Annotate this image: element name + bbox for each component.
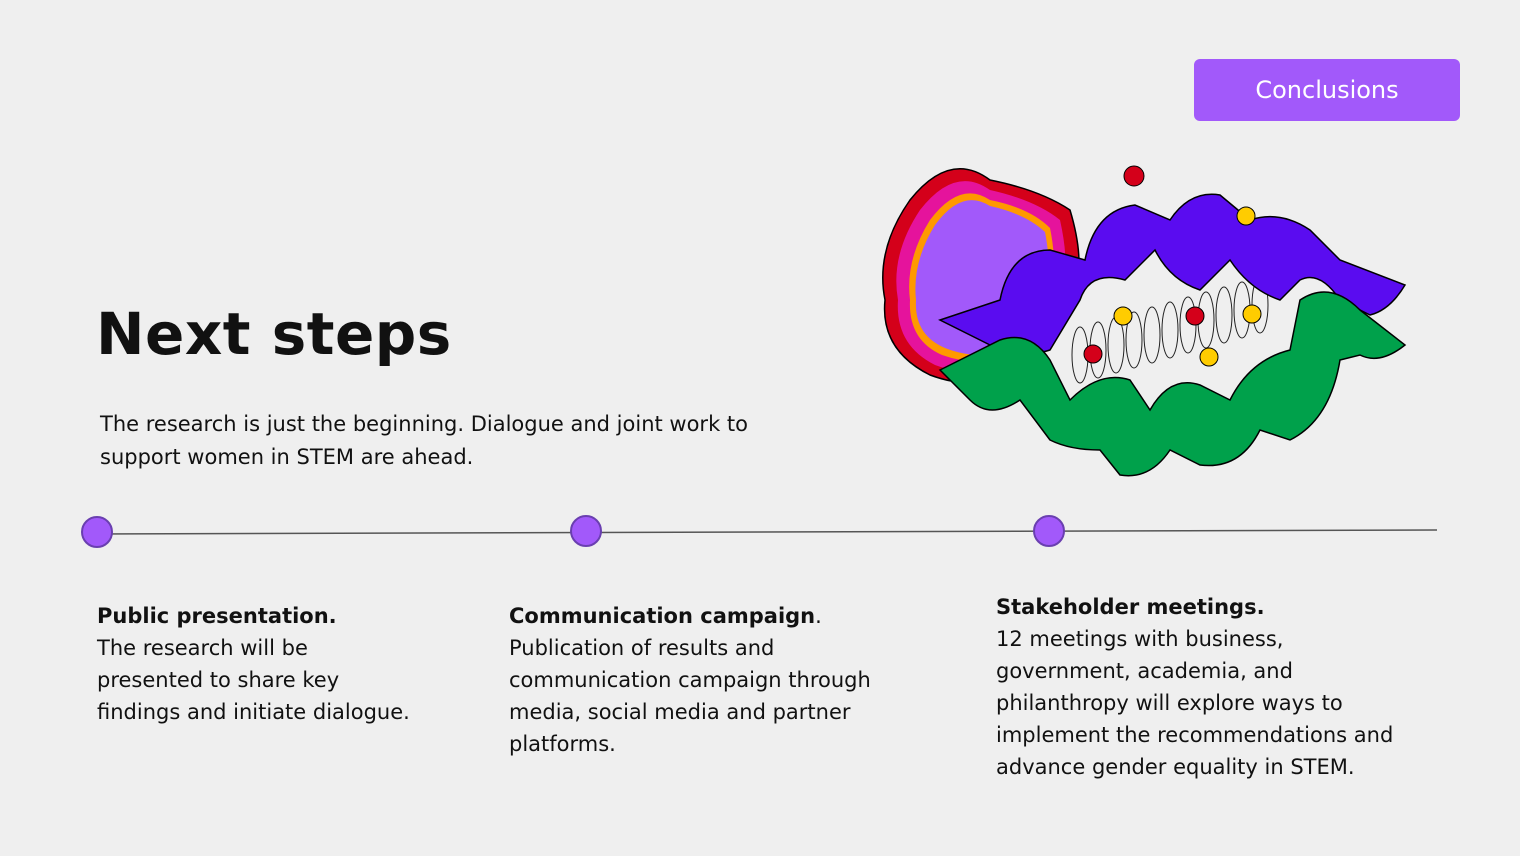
subtitle: The research is just the beginning. Dial… xyxy=(100,412,748,469)
step-text: 12 meetings with business, government, a… xyxy=(996,627,1394,779)
step-text: The research will be presented to share … xyxy=(97,636,410,724)
step-communication-campaign: Communication campaign. Publication of r… xyxy=(509,600,909,760)
step-public-presentation: Public presentation. The research will b… xyxy=(97,600,417,728)
timeline-dot xyxy=(81,516,113,548)
step-stakeholder-meetings: Stakeholder meetings. 12 meetings with b… xyxy=(996,591,1416,783)
timeline-dot xyxy=(570,515,602,547)
page-title: Next steps xyxy=(96,300,452,368)
step-heading-suffix: . xyxy=(815,604,822,628)
step-text: Publication of results and communication… xyxy=(509,636,871,756)
timeline-dot xyxy=(1033,515,1065,547)
step-heading: Stakeholder meetings. xyxy=(996,595,1265,619)
step-heading: Public presentation. xyxy=(97,604,337,628)
step-heading: Communication campaign xyxy=(509,604,816,628)
conclusions-button[interactable]: Conclusions xyxy=(1194,59,1460,121)
decorative-illustration xyxy=(882,165,1407,477)
